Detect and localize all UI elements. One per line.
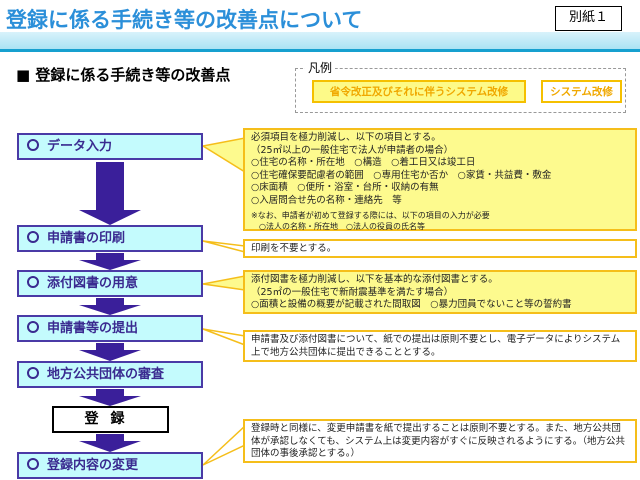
callout-line: ○入居問合せ先の名称・連絡先 等 [251, 194, 402, 206]
callout-line: ○面積と設備の概要が記載された間取図 ○暴力団員でないこと等の誓約書 [251, 299, 572, 310]
step-registration: 登録 [52, 406, 169, 433]
legend-item-ordinance-and-system: 省令改正及びそれに伴うシステム改修 [312, 80, 526, 103]
step-print-application: 申請書の印刷 [17, 225, 203, 252]
annex-label: 別紙１ [555, 6, 622, 31]
step-change: 登録内容の変更 [17, 452, 203, 479]
legend-label: 凡例 [305, 59, 336, 76]
circle-icon [27, 367, 39, 379]
arrow-down-icon [79, 162, 141, 225]
step-label: 登録内容の変更 [47, 458, 139, 473]
step-data-entry: データ入力 [17, 133, 203, 160]
legend-box [295, 68, 626, 113]
callout-line: 添付図書を極力削減し、以下を基本的な添付図書とする。 [251, 274, 498, 285]
step-review: 地方公共団体の審査 [17, 361, 203, 388]
callout-note: ※なお、申請者が初めて登録する際には、以下の項目の入力が必要 [251, 211, 490, 220]
section-heading: ■ 登録に係る手続き等の改善点 [16, 66, 231, 84]
callout-line: 必須項目を極力削減し、以下の項目とする。 [251, 132, 441, 143]
arrow-down-icon [79, 343, 141, 361]
header-band [0, 32, 640, 50]
step-label: 申請書等の提出 [47, 321, 139, 336]
arrow-down-icon [79, 389, 141, 406]
header-divider [0, 49, 640, 52]
circle-icon [27, 231, 39, 243]
arrow-down-icon [79, 253, 141, 270]
callout-line: （25㎡の一般住宅で新耐震基準を満たす場合） [251, 286, 454, 298]
page-title: 登録に係る手続き等の改善点について [6, 8, 363, 32]
callout-change: 登録時と同様に、変更申請書を紙で提出することは原則不要とする。また、地方公共団体… [243, 419, 637, 463]
callout-pointer [200, 137, 246, 174]
callout-note: ○法人の名称・所在地 ○法人の役員の氏名等 [251, 222, 425, 231]
arrow-down-icon [79, 298, 141, 315]
circle-icon [27, 458, 39, 470]
step-submission: 申請書等の提出 [17, 315, 203, 342]
circle-icon [27, 139, 39, 151]
arrow-down-icon [79, 434, 141, 452]
callout-pointer [202, 424, 246, 466]
step-prepare-attachments: 添付図書の用意 [17, 270, 203, 297]
step-label: 添付図書の用意 [47, 276, 139, 291]
callout-data-entry: 必須項目を極力削減し、以下の項目とする。 （25㎡以上の一般住宅で法人が申請者の… [243, 128, 637, 231]
callout-attachments: 添付図書を極力削減し、以下を基本的な添付図書とする。 （25㎡の一般住宅で新耐震… [243, 270, 637, 314]
step-label: 申請書の印刷 [47, 231, 126, 246]
callout-pointer [202, 240, 246, 253]
callout-pointer [202, 275, 246, 291]
callout-line: ○住宅の名称・所在地 ○構造 ○着工日又は竣工日 [251, 157, 476, 168]
legend-item-system: システム改修 [541, 80, 622, 103]
callout-print: 印刷を不要とする。 [243, 239, 637, 258]
callout-line: ○住宅確保要配慮者の範囲 ○専用住宅か否か ○家賃・共益費・敷金 [251, 169, 552, 181]
step-label: 地方公共団体の審査 [47, 367, 165, 382]
callout-line: （25㎡以上の一般住宅で法人が申請者の場合） [251, 144, 454, 156]
callout-line: ○床面積 ○便所・浴室・台所・収納の有無 [251, 182, 439, 193]
callout-pointer [202, 328, 246, 347]
circle-icon [27, 321, 39, 333]
circle-icon [27, 276, 39, 288]
step-label: データ入力 [47, 139, 113, 154]
callout-submission: 申請書及び添付図書について、紙での提出は原則不要とし、電子データによりシステム上… [243, 330, 637, 362]
